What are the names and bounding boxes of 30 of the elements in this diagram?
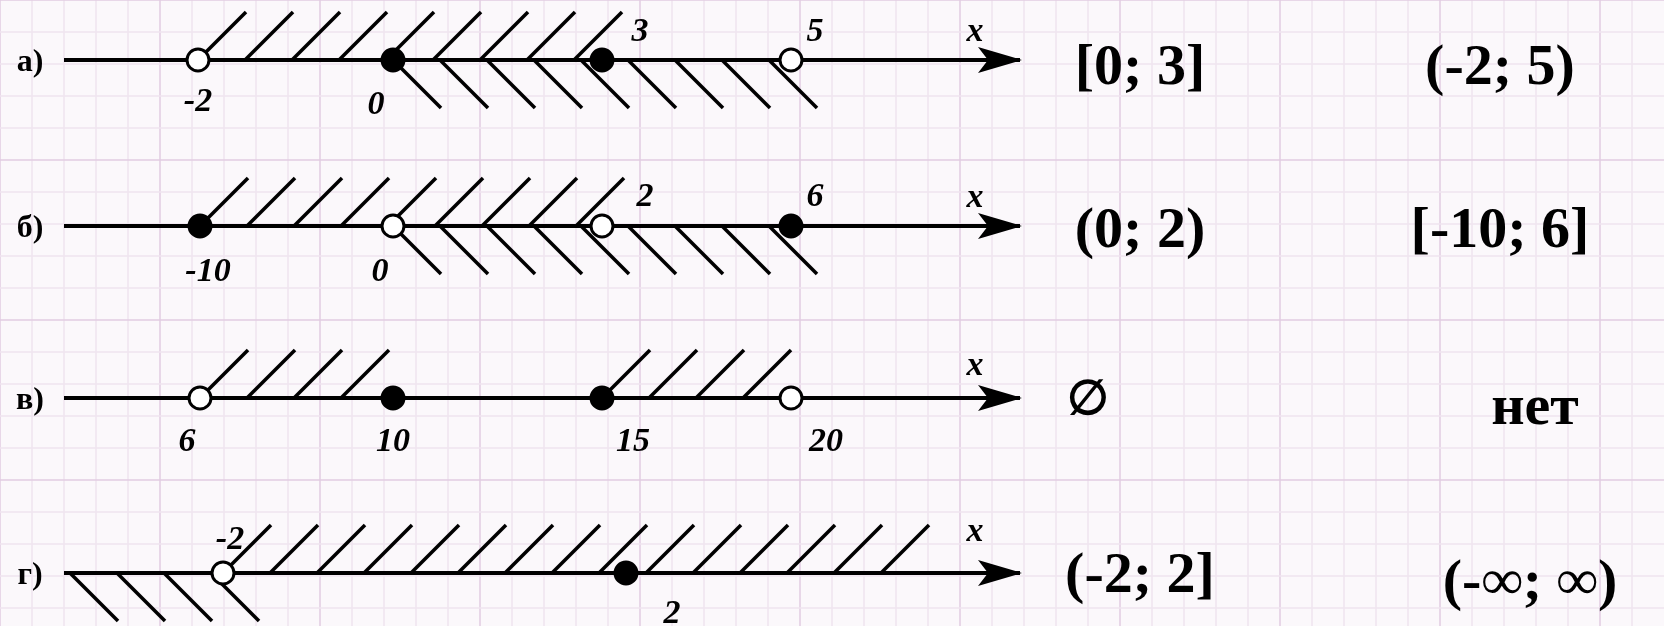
answer-text: [0; 3] bbox=[1074, 36, 1206, 94]
axis-label: x bbox=[966, 513, 984, 547]
tick-label: 6 bbox=[178, 423, 196, 457]
tick-label: 3 bbox=[631, 13, 649, 47]
tick-label: 15 bbox=[616, 423, 650, 457]
tick-label: 0 bbox=[367, 86, 385, 120]
answer-text: нет bbox=[1491, 376, 1579, 434]
answer-text: (-2; 5) bbox=[1425, 36, 1575, 94]
tick-label: 20 bbox=[809, 423, 843, 457]
row-letter: г) bbox=[17, 557, 43, 589]
tick-label: 2 bbox=[636, 178, 654, 212]
tick-label: 10 bbox=[376, 423, 410, 457]
tick-label: -2 bbox=[183, 83, 213, 117]
row-letter: б) bbox=[16, 210, 44, 242]
answer-text: (0; 2) bbox=[1074, 199, 1206, 257]
answer-text: ∅ bbox=[1067, 374, 1109, 422]
tick-label: -10 bbox=[185, 253, 231, 287]
tick-label: 2 bbox=[663, 595, 681, 626]
answer-text: [-10; 6] bbox=[1410, 199, 1590, 257]
row-letter: в) bbox=[16, 382, 44, 414]
answer-text: (-2; 2] bbox=[1065, 544, 1215, 602]
answer-text: (-∞; ∞) bbox=[1442, 551, 1618, 609]
row-letter: а) bbox=[16, 44, 44, 76]
axis-label: x bbox=[966, 13, 984, 47]
tick-label: 5 bbox=[806, 13, 824, 47]
tick-label: 6 bbox=[806, 178, 824, 212]
tick-label: -2 bbox=[215, 521, 245, 555]
axis-label: x bbox=[966, 347, 984, 381]
axis-label: x bbox=[966, 179, 984, 213]
tick-label: 0 bbox=[371, 253, 389, 287]
